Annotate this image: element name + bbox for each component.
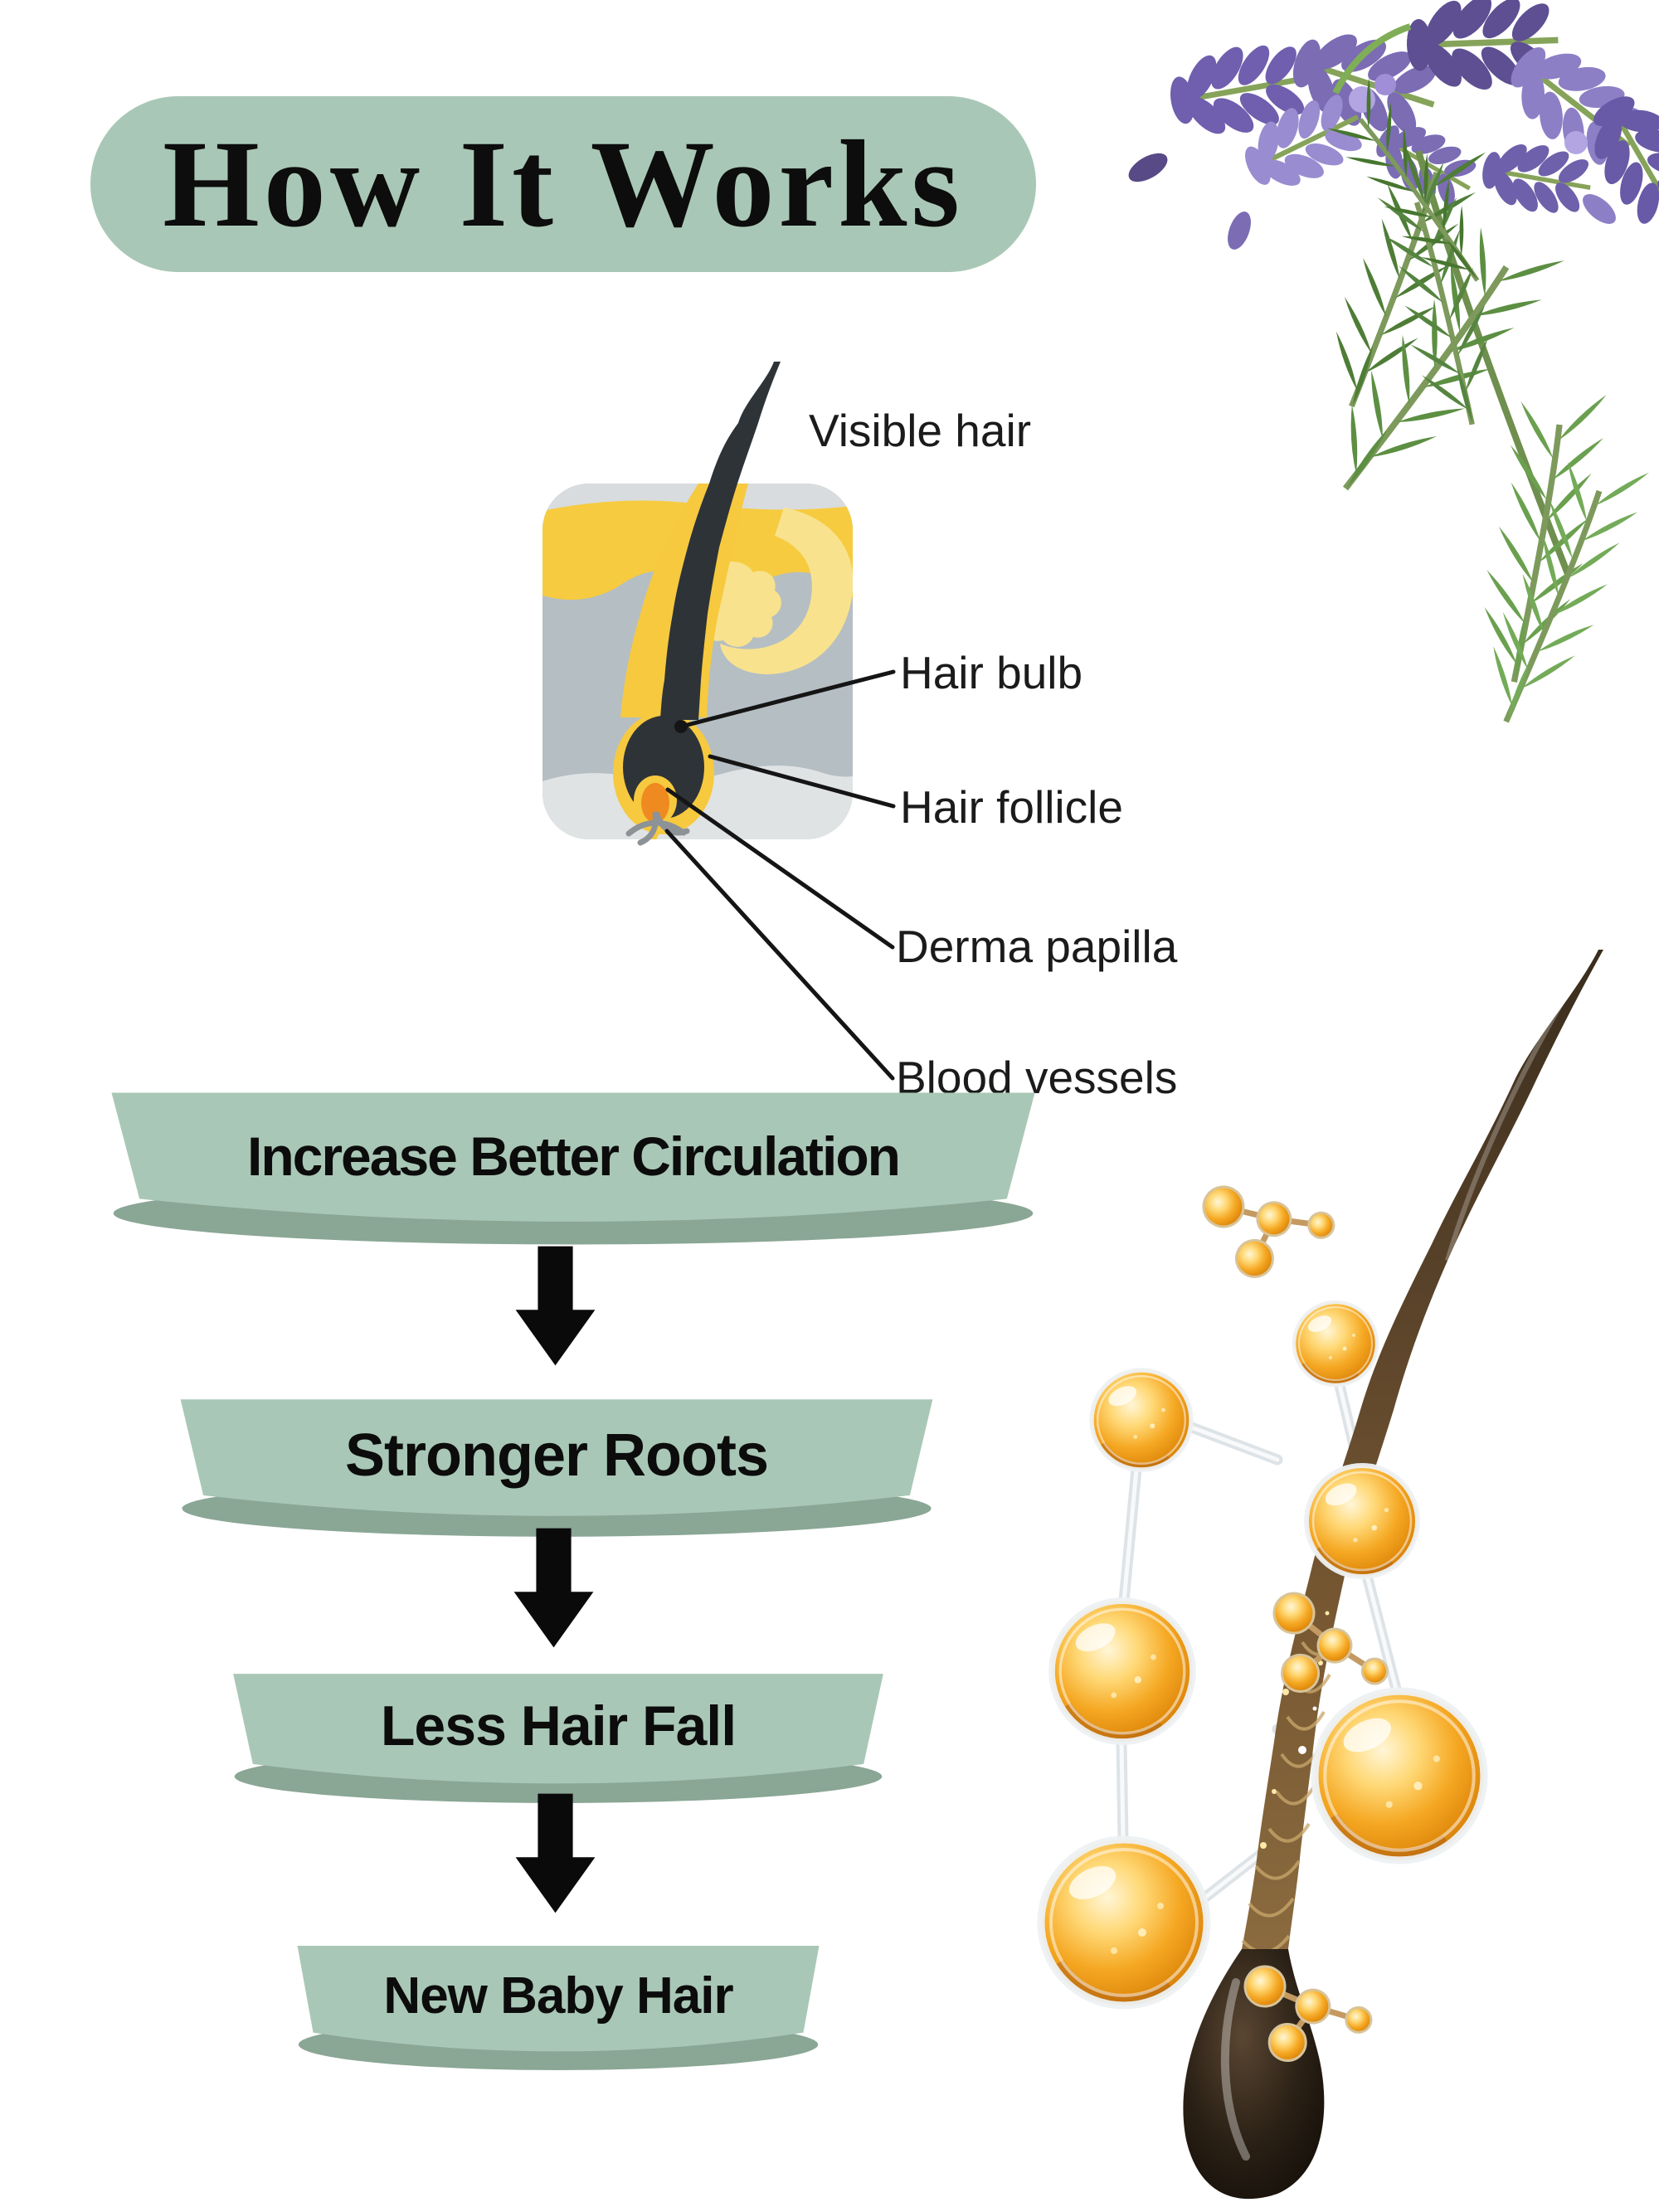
lavender-rosemary-image xyxy=(1128,0,1659,765)
leader-dot xyxy=(674,720,688,733)
lavender-flowers xyxy=(1128,0,1659,250)
hair-shaft xyxy=(660,362,781,720)
page-title: How It Works xyxy=(163,115,964,253)
flow-step-3: Less Hair Fall xyxy=(231,1672,886,1805)
flow-step-2: Stronger Roots xyxy=(178,1398,936,1539)
label-hair-bulb: Hair bulb xyxy=(900,647,1083,698)
hair-follicle-diagram xyxy=(542,362,896,1081)
flow-step-4-label: New Baby Hair xyxy=(383,1966,733,2025)
banner-ribbon-shape xyxy=(233,1674,883,1803)
banner-ribbon-shape xyxy=(297,1946,820,2070)
flow-step-1-label: Increase Better Circulation xyxy=(247,1125,901,1187)
banner-ribbon-shape xyxy=(111,1092,1035,1245)
down-arrow-icon xyxy=(513,1528,594,1648)
derma-papilla-shape xyxy=(641,783,669,823)
flow-step-1: Increase Better Circulation xyxy=(108,1091,1039,1247)
page-title-pill: How It Works xyxy=(90,96,1036,272)
label-visible-hair: Visible hair xyxy=(809,405,1032,456)
flow-step-3-label: Less Hair Fall xyxy=(380,1694,737,1757)
down-arrow-icon xyxy=(515,1793,596,1913)
label-leader-lines xyxy=(664,669,896,1081)
flow-step-4: New Baby Hair xyxy=(295,1944,821,2072)
sebaceous-duct xyxy=(720,508,853,674)
flow-step-2-label: Stronger Roots xyxy=(344,1422,769,1489)
hair-strand-shaft xyxy=(1242,950,1603,1949)
label-derma-papilla: Derma papilla xyxy=(896,921,1178,972)
hair-strand-oil-image xyxy=(1029,950,1603,2200)
down-arrow-icon xyxy=(515,1246,596,1366)
bulb-gloss xyxy=(1220,1978,1250,2161)
shaft-gloss xyxy=(1445,977,1579,1262)
label-hair-follicle: Hair follicle xyxy=(900,781,1123,833)
hair-root-bulb xyxy=(1183,1949,1325,2200)
rosemary-sprigs xyxy=(1305,73,1657,739)
banner-ribbon-shape xyxy=(180,1399,933,1537)
